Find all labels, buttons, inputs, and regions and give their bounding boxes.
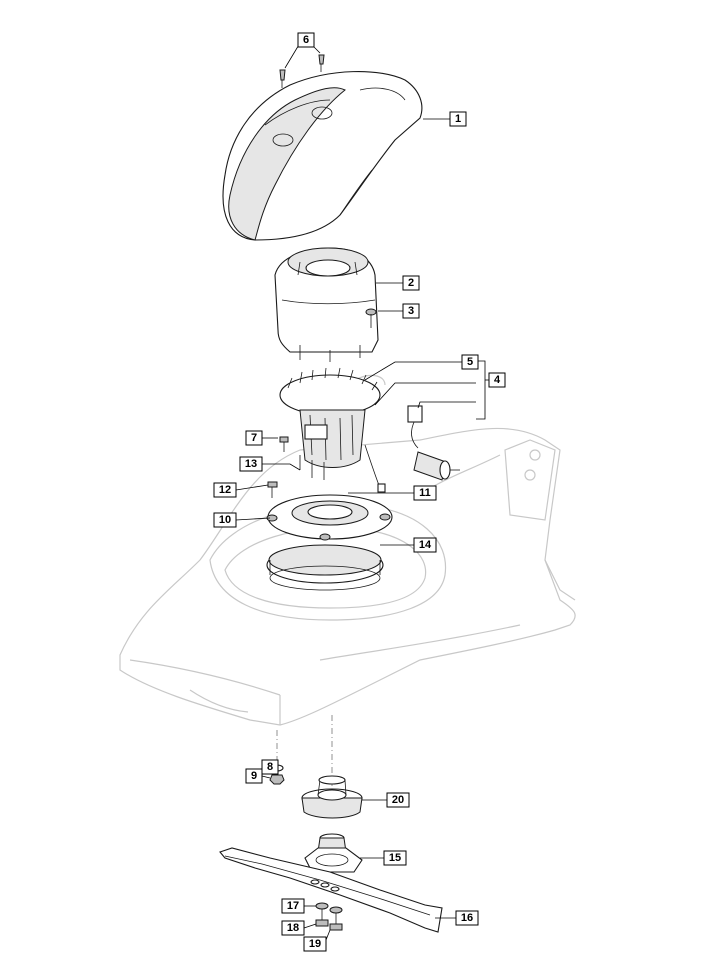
callout-15-label: 15: [389, 852, 401, 864]
callout-17: 17: [281, 898, 305, 914]
callout-15: 15: [383, 850, 407, 866]
callout-19-label: 19: [309, 938, 321, 950]
motor-cover: [222, 71, 423, 241]
blade-bolts: [315, 902, 343, 931]
callout-13: 13: [239, 456, 263, 472]
motor-assembly: [279, 367, 460, 493]
callout-12: 12: [213, 482, 237, 498]
motor-small-screws: [267, 436, 289, 498]
cutting-blade: [219, 847, 443, 933]
blade-hub: [304, 833, 363, 873]
callout-7-label: 7: [251, 432, 257, 444]
callout-14: 14: [413, 537, 437, 553]
callout-13-label: 13: [245, 458, 257, 470]
callout-10: 10: [213, 512, 237, 528]
callout-6-label: 6: [303, 34, 309, 46]
callout-18: 18: [281, 920, 305, 936]
callout-3-label: 3: [408, 305, 414, 317]
callout-20: 20: [386, 792, 410, 808]
callout-3: 3: [402, 303, 420, 319]
callout-8-label: 8: [267, 761, 273, 773]
callout-1-label: 1: [455, 113, 461, 125]
leader-lines: [235, 42, 489, 941]
motor-mount-assembly: [266, 494, 393, 591]
callout-2-label: 2: [408, 277, 414, 289]
blade-adaptor-upper: [301, 775, 363, 819]
callout-17-label: 17: [287, 900, 299, 912]
callout-4: 4: [488, 372, 506, 388]
callout-9: 9: [245, 768, 263, 784]
callout-8: 8: [261, 759, 279, 775]
callout-10-label: 10: [219, 514, 231, 526]
callout-18-label: 18: [287, 922, 299, 934]
callout-6: 6: [297, 32, 315, 48]
callout-5: 5: [461, 354, 479, 370]
fan-housing: [274, 247, 379, 362]
callout-5-label: 5: [467, 356, 473, 368]
callout-4-label: 4: [494, 374, 501, 386]
callout-1: 1: [449, 111, 467, 127]
callout-16-label: 16: [461, 912, 473, 924]
cover-screws: [279, 54, 325, 88]
callout-16: 16: [455, 910, 479, 926]
callout-11-label: 11: [419, 487, 431, 499]
callout-14-label: 14: [419, 539, 432, 551]
callout-12-label: 12: [219, 484, 231, 496]
callout-9-label: 9: [251, 770, 257, 782]
callout-19: 19: [303, 936, 327, 952]
callout-2: 2: [402, 275, 420, 291]
callout-7: 7: [245, 430, 263, 446]
housing-screw: [365, 308, 377, 328]
callout-20-label: 20: [392, 794, 404, 806]
callout-11: 11: [413, 485, 437, 501]
